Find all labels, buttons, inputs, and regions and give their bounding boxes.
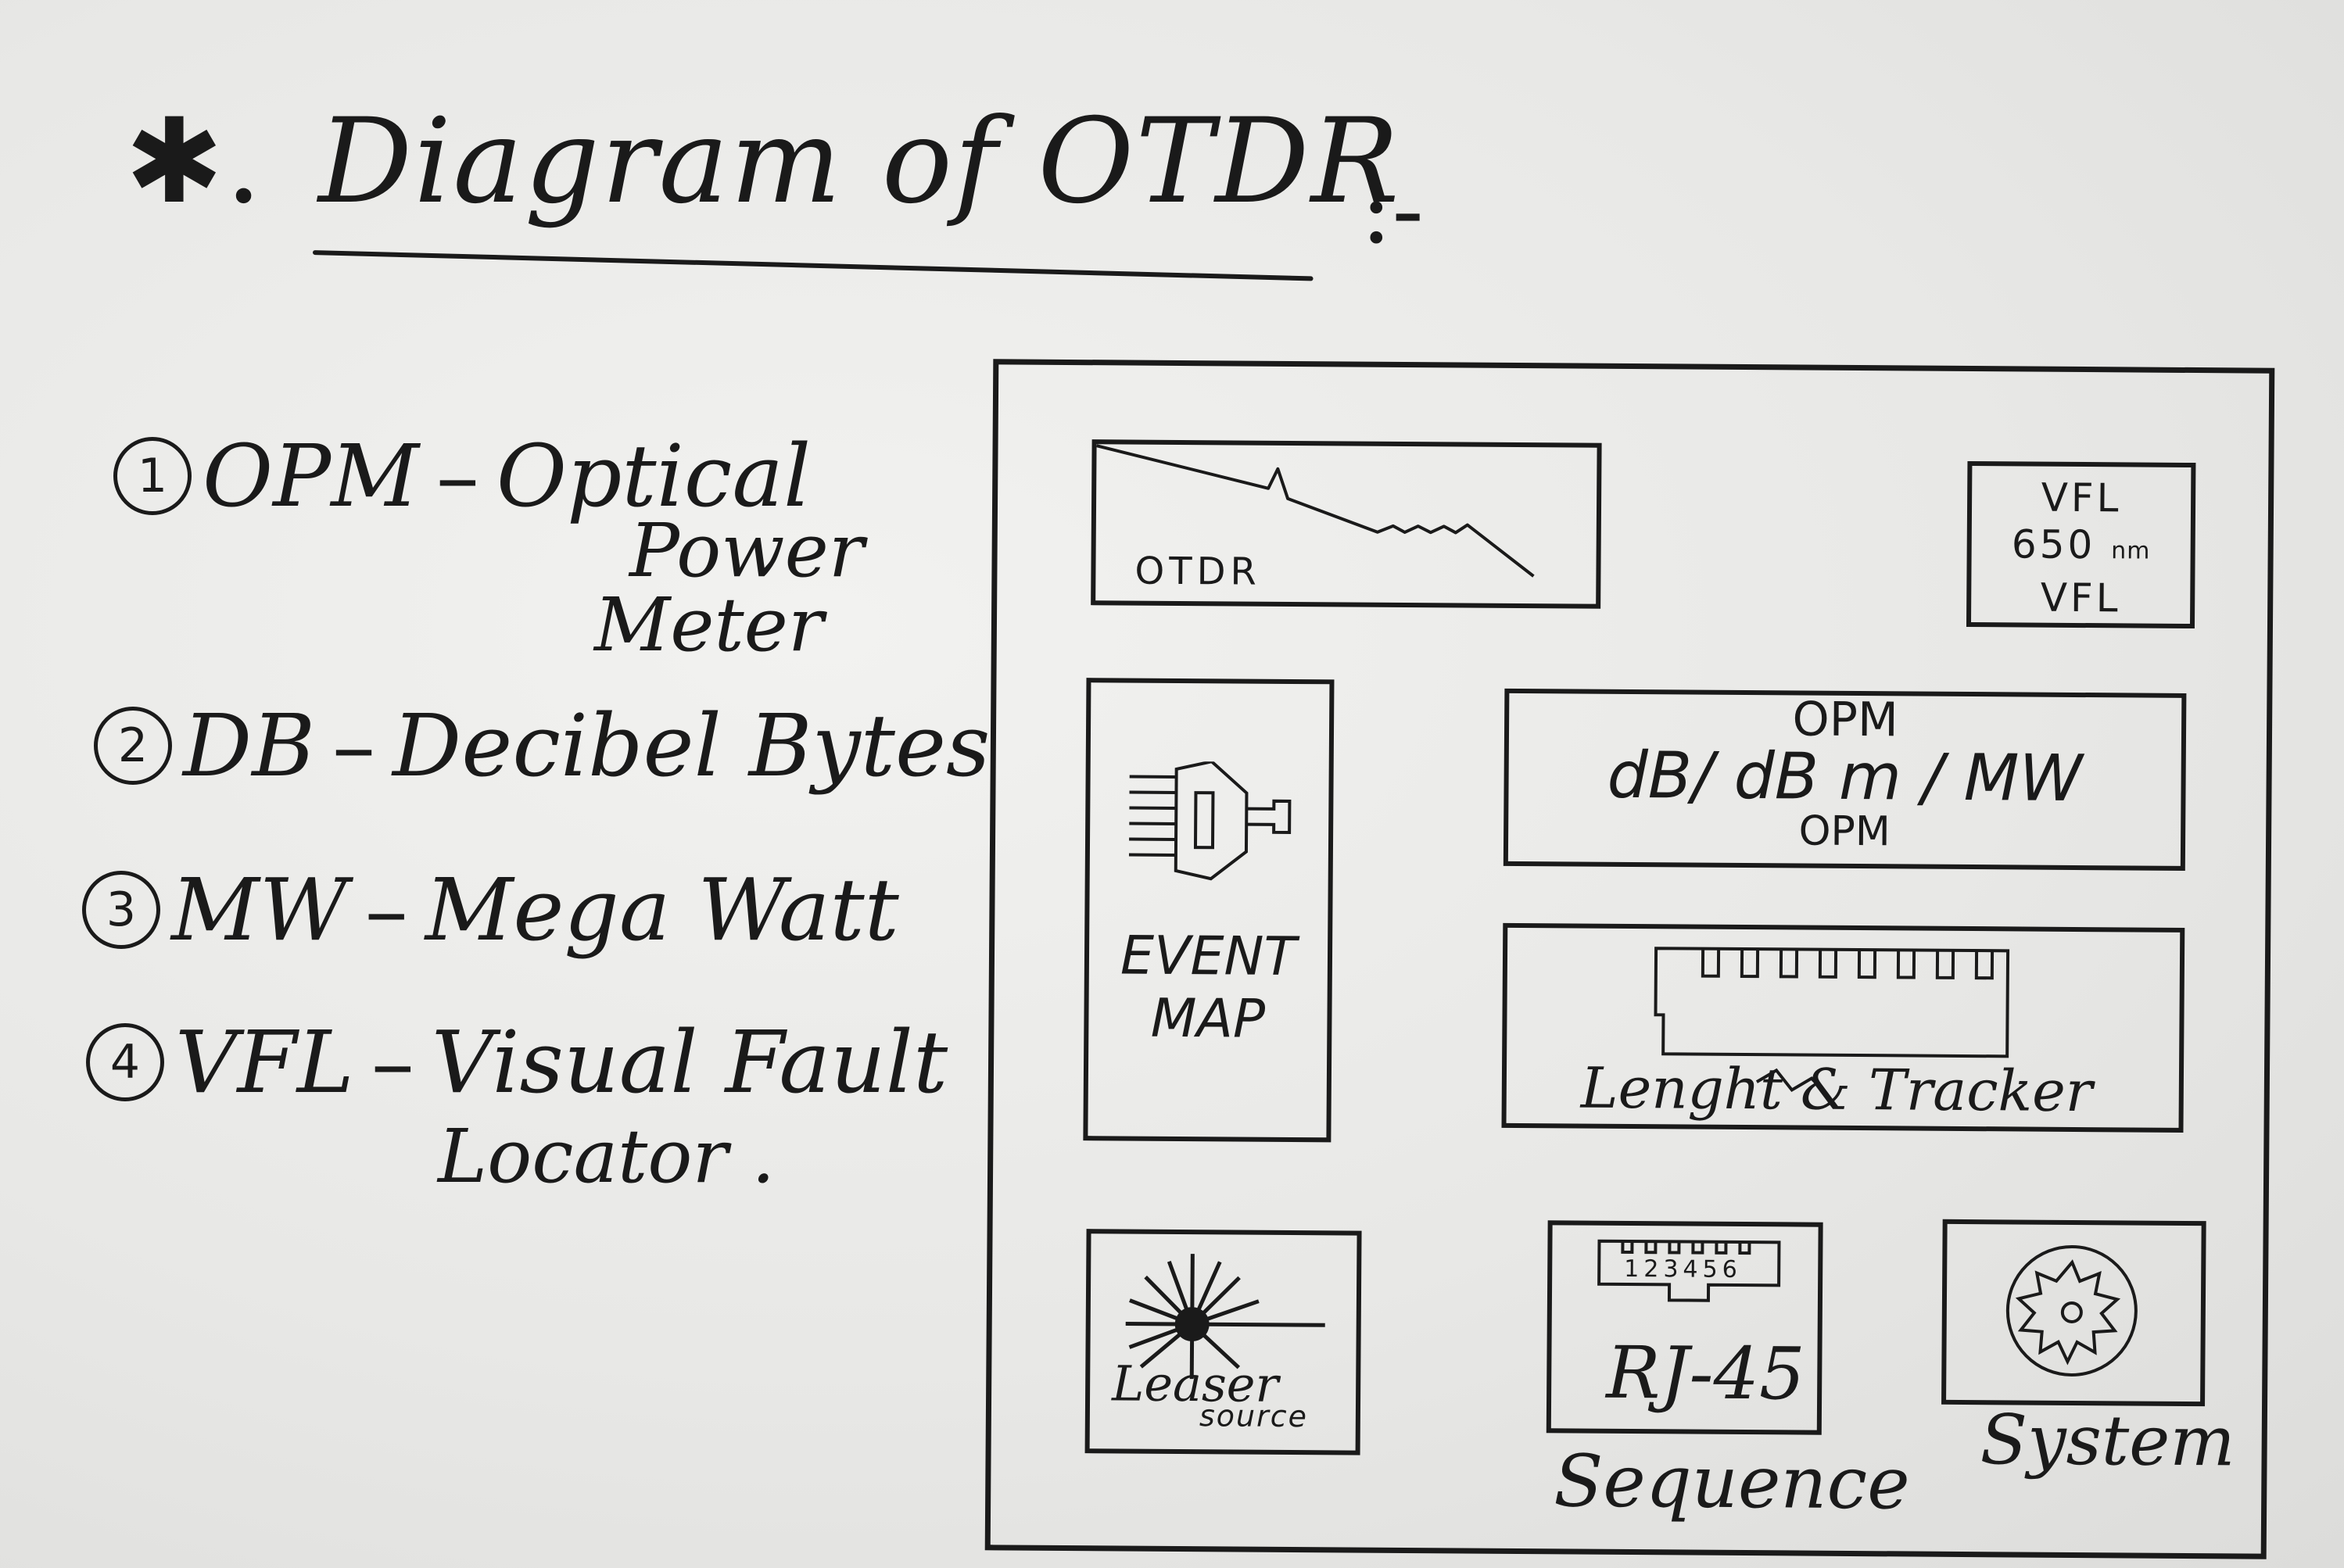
legend-continuation: Power — [629, 508, 865, 594]
legend-separator: – — [332, 696, 376, 796]
otdr-device-outline: OTDR VFL 650 nm VFL EVENT MAP — [984, 359, 2275, 1559]
rj45-port-icon: 123456 — [1597, 1239, 1781, 1302]
title-text: Diagram of OTDR — [318, 94, 1401, 230]
page-title: ✱. Diagram of OTDR — [125, 94, 1401, 230]
legend-abbr: DB — [183, 696, 316, 796]
vfl-line1: VFL — [2041, 474, 2122, 521]
rj45-pin-numbers: 123456 — [1624, 1255, 1742, 1283]
sequence-caption: Sequence — [1553, 1439, 1910, 1526]
opm-panel: OPM dB/ dB m / MW OPM — [1503, 688, 2187, 871]
legend-abbr: MW — [171, 860, 348, 960]
legend-definition: Optical — [496, 426, 812, 526]
system-caption: System — [1980, 1399, 2236, 1482]
legend-abbr: VFL — [175, 1012, 354, 1112]
gear-icon — [2005, 1244, 2138, 1376]
laser-burst-icon — [1125, 1254, 1325, 1380]
legend-definition: Visual Fault — [431, 1012, 948, 1112]
legend-number: 4 — [86, 1023, 164, 1101]
legend-number: 3 — [82, 871, 160, 949]
vfl-line3: VFL — [2040, 575, 2121, 621]
otdr-panel: OTDR — [1091, 439, 1602, 609]
cable-tracker-icon — [1654, 947, 2010, 1096]
legend-abbr: OPM — [203, 426, 419, 526]
tracker-label: Lenght & Tracker — [1580, 1054, 2093, 1125]
vfl-wavelength-value: 650 — [2011, 521, 2096, 568]
otdr-trace-icon — [1096, 444, 1535, 578]
event-map-label: EVENT MAP — [1088, 925, 1328, 1051]
legend-number: 1 — [113, 437, 192, 515]
vfl-wavelength-unit: nm — [2111, 537, 2151, 565]
rj45-label: RJ-45 — [1605, 1330, 1805, 1416]
title-suffix: :- — [1360, 156, 1424, 265]
legend-definition: Decibel Bytes — [392, 696, 991, 796]
legend-continuation: Locator . — [438, 1114, 776, 1200]
legend-number: 2 — [94, 707, 172, 785]
otdr-label: OTDR — [1134, 549, 1262, 594]
event-map-line1: EVENT — [1120, 925, 1297, 989]
legend-separator: – — [371, 1012, 414, 1112]
connector-icon — [1128, 761, 1292, 881]
legend-separator: – — [364, 860, 408, 960]
rj45-panel: 123456 RJ-45 — [1546, 1220, 1823, 1435]
opm-units-label: dB/ dB m / MW — [1607, 738, 2083, 817]
tracker-panel: Lenght & Tracker — [1501, 922, 2185, 1133]
system-panel — [1941, 1219, 2206, 1407]
vfl-wavelength: 650 nm — [1971, 521, 2190, 575]
vfl-panel: VFL 650 nm VFL — [1966, 461, 2196, 629]
asterisk-icon: ✱. — [125, 94, 264, 230]
legend-definition: Mega Watt — [425, 860, 899, 960]
legend-separator: – — [435, 426, 479, 526]
event-map-line2: MAP — [1150, 987, 1266, 1051]
event-map-panel: EVENT MAP — [1083, 678, 1335, 1143]
laser-source-label: source — [1199, 1398, 1309, 1434]
laser-source-panel: Leaser source — [1084, 1229, 1362, 1455]
legend-continuation: Meter — [594, 582, 824, 668]
